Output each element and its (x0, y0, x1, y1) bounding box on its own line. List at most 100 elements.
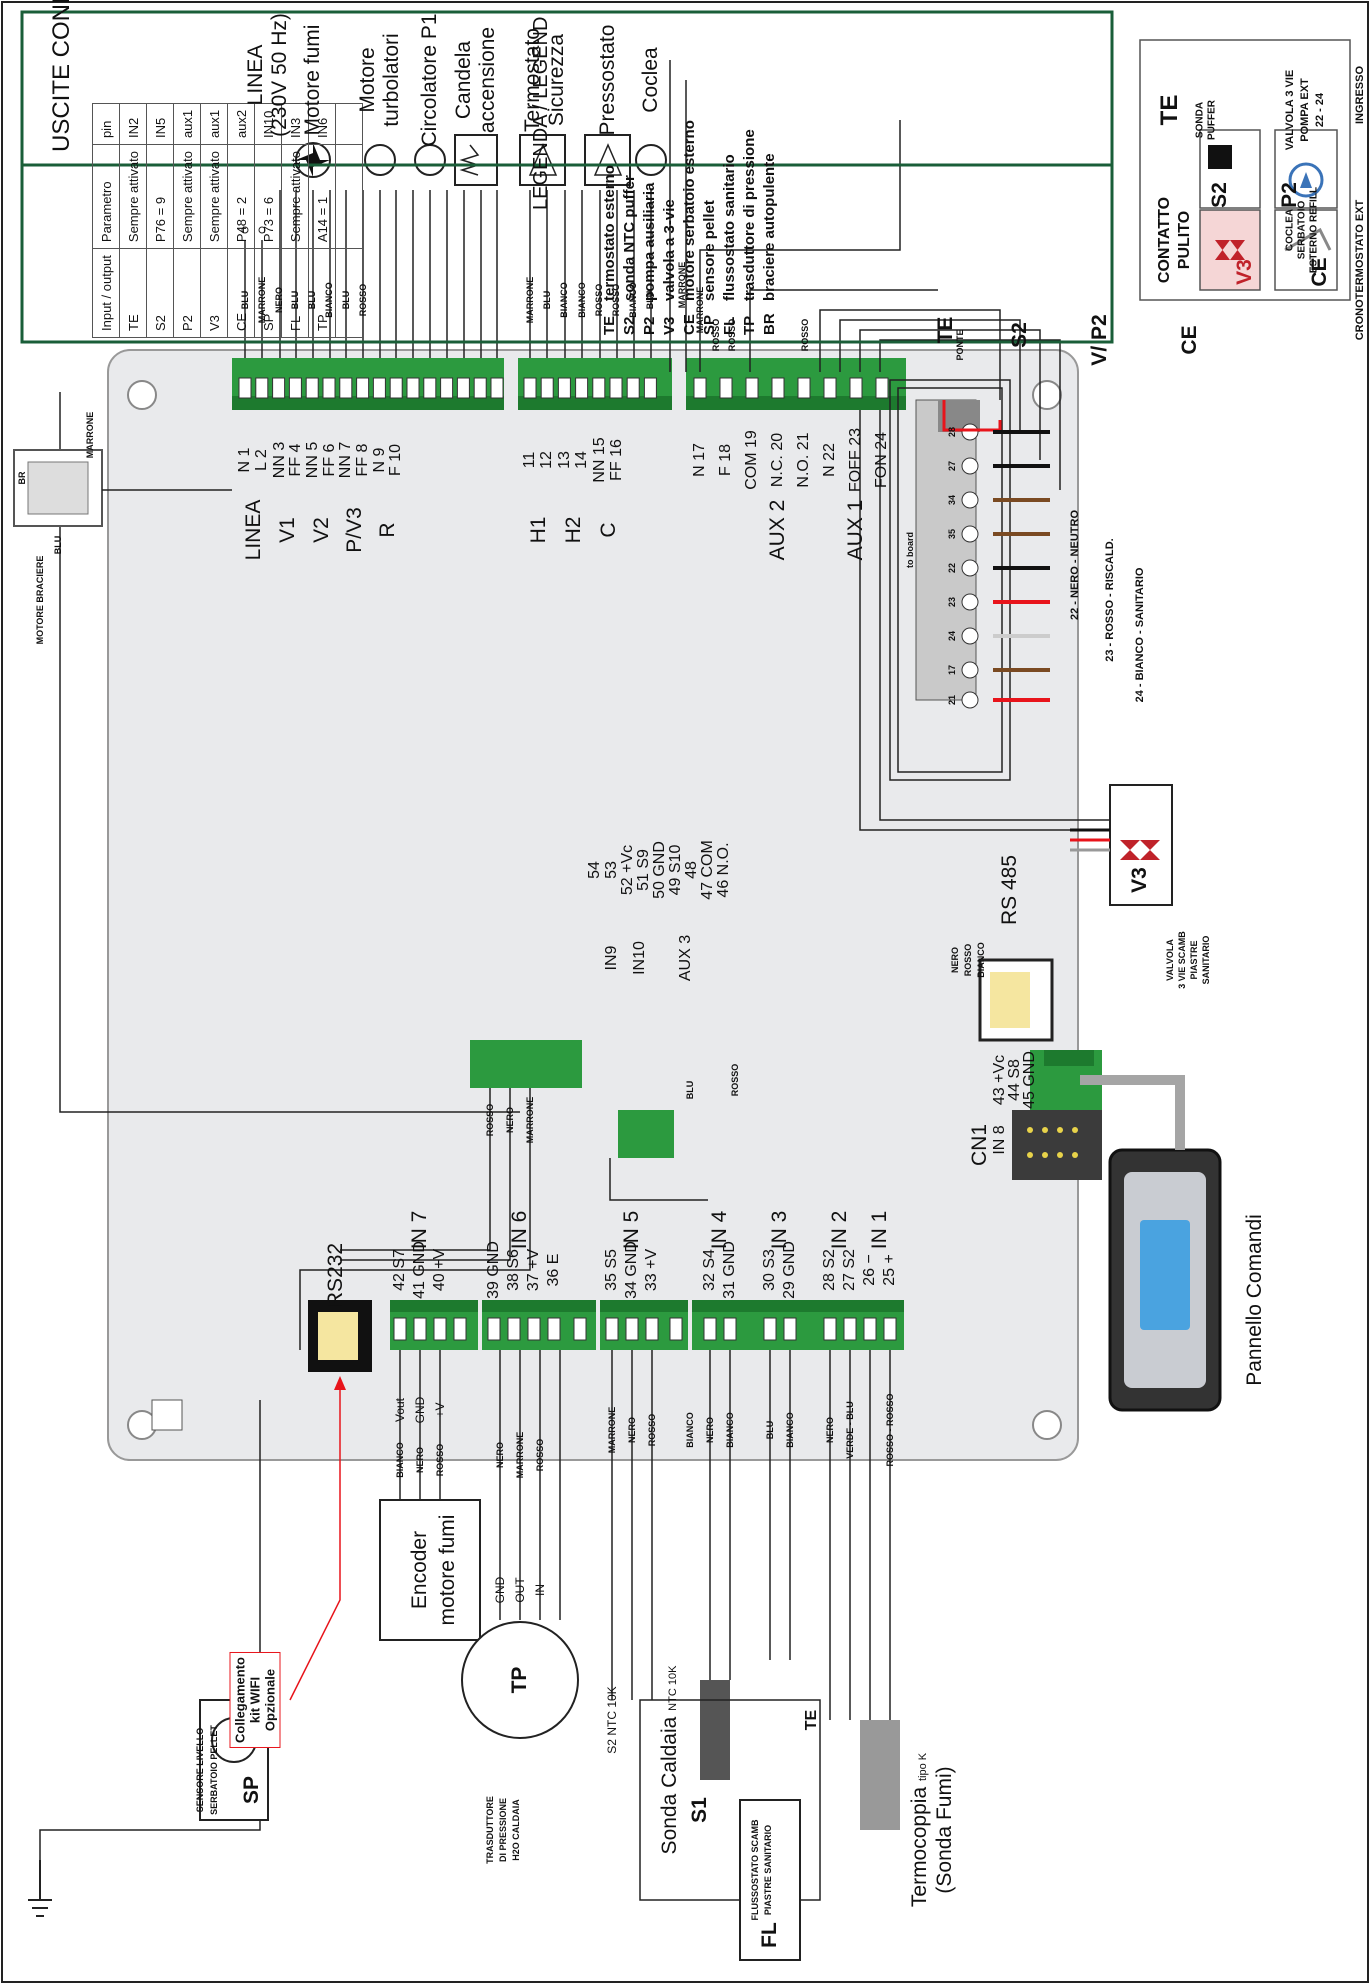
terminal-pin-label: 11 (521, 451, 538, 469)
strip-wire-label: 22 - NERO - NEUTRO (1069, 509, 1081, 621)
sp-desc: SENSORE LIVELLO (195, 1727, 205, 1813)
v3-valve-desc: SANITARIO (1201, 935, 1211, 985)
sensor-connector (470, 1040, 582, 1088)
v3-valve-code: V3 (1128, 867, 1151, 893)
wifi-callout: Collegamento kit WIFI Opzionale (229, 1652, 281, 1748)
control-panel-display (1140, 1220, 1190, 1330)
terminal-screw (961, 457, 979, 475)
terminal-pin-label: FF 4 (287, 443, 304, 477)
terminal-screw (961, 423, 979, 441)
table-header: pin (92, 103, 120, 145)
cn1-connector (1012, 1110, 1102, 1180)
rs485-wire: BIANCO (976, 942, 986, 978)
terminal-group-label: AUX 1 (844, 499, 867, 561)
terminal-screw (823, 377, 837, 399)
te-label2: PULITO (1176, 210, 1193, 270)
terminal-group-label: V2 (309, 517, 333, 543)
wire-label: NERO (273, 286, 284, 314)
terminal-screw (961, 559, 979, 577)
wire-label: MARRONE (677, 261, 687, 309)
wire-label: BIANCO (324, 282, 334, 318)
config-frame (20, 10, 1114, 344)
sensor-wires (299, 1088, 708, 1350)
terminal-screw (440, 377, 454, 399)
input-wires (399, 1350, 891, 1720)
terminal-group-label: R (376, 522, 399, 538)
terminal-group-label: P/V3 (342, 507, 366, 553)
terminal-pin-label: N 1 (236, 447, 253, 473)
input-pin-label: 30 S3 (761, 1249, 778, 1291)
terminal-group-label: H2 (561, 516, 585, 544)
thermocouple-label2: (Sonda Fumi) (933, 1766, 956, 1894)
terminal-screw (406, 377, 420, 399)
fl-box (739, 1799, 801, 1961)
table-cell: Sempre attivato (200, 144, 228, 249)
strip-number: 35 (947, 528, 957, 540)
motor-icon (364, 144, 396, 176)
in8-group: IN 8 (991, 1125, 1008, 1155)
terminal-screw (961, 491, 979, 509)
input-pin-label: 38 S6 (505, 1249, 522, 1291)
strip-number: 21 (947, 694, 957, 706)
wire-label: MARRONE (525, 276, 535, 324)
pcb-board (107, 349, 1079, 1461)
wire-label: ROSSO (647, 1413, 657, 1447)
input-pin-label: 26 − (861, 1254, 878, 1286)
terminal-pin-label: L 2 (253, 449, 270, 471)
terminal-screw (645, 1317, 659, 1341)
tp-desc: H2O CALDAIA (511, 1799, 521, 1861)
table-cell: IN2 (119, 103, 147, 145)
strip-to-board: to board (905, 532, 915, 568)
input-pin-label: 35 S5 (603, 1249, 620, 1291)
wire-label: MARRONE (695, 286, 705, 334)
wire-label: BLU (290, 290, 301, 310)
wire-label: ROSSO (730, 1063, 740, 1097)
input-pin-label: 28 S2 (821, 1249, 838, 1291)
wire-label: BIANCO (785, 1412, 795, 1448)
power-terminal-block-3 (686, 358, 906, 410)
encoder-wire: NERO (415, 1446, 425, 1474)
v3-valve-desc: 3 VIE SCAMB (1177, 931, 1187, 989)
tp-pin: OUT (513, 1577, 527, 1603)
load-wires (244, 190, 652, 358)
table-cell: aux1 (200, 103, 228, 145)
terminal-screw (507, 1317, 521, 1341)
terminal-pin-label: NN 15 (591, 437, 608, 483)
rs232-label: RS232 (324, 1242, 347, 1308)
mid-group-label: AUX 3 (677, 934, 694, 982)
terminal-screw (393, 1317, 407, 1341)
legend-item: TPtrasduttore di pressione (741, 129, 758, 335)
terminal-pin-label: N 22 (821, 443, 838, 477)
terminal-group-label: AUX 2 (766, 499, 789, 561)
p2-desc3: 22 - 24 (1314, 92, 1326, 128)
terminal-screw (883, 1317, 897, 1341)
tp-desc: TRASDUTTORE (485, 1796, 495, 1864)
tp-code: TP (508, 1666, 531, 1694)
encoder-pin: +V (433, 1402, 447, 1418)
terminal-screw (875, 377, 889, 399)
table-cell: A14 = 1 (308, 144, 336, 249)
p2-desc2: POMPA EXT (1299, 78, 1311, 142)
terminal-pin-label: FOFF 23 (847, 427, 864, 493)
legend-item: BRbraciere autopulente (761, 153, 778, 335)
terminal-screw (771, 377, 785, 399)
terminal-pin-label: NN 5 (304, 441, 321, 479)
terminal-screw (763, 1317, 777, 1341)
terminal-strip (915, 399, 977, 701)
terminal-screw (433, 1317, 447, 1341)
terminal-pin-label: COM 19 (743, 430, 760, 490)
terminal-pin-label: N.C. 20 (769, 432, 786, 488)
pressure-switch-icon (584, 134, 631, 186)
s1-probe (700, 1680, 730, 1780)
input-pin-label: 27 S2 (841, 1249, 858, 1291)
power-terminal-screws (238, 377, 889, 399)
terminal-screw (745, 377, 759, 399)
input-pin-label: 40 +V (431, 1248, 448, 1292)
config-table-title: USCITE CONFIGURABILI (48, 0, 75, 152)
input-pin-label: 31 GND (721, 1241, 738, 1299)
terminal-screw (372, 377, 386, 399)
terminal-pin-label: 12 (538, 451, 555, 469)
mid-group-label: IN9 (603, 945, 620, 971)
